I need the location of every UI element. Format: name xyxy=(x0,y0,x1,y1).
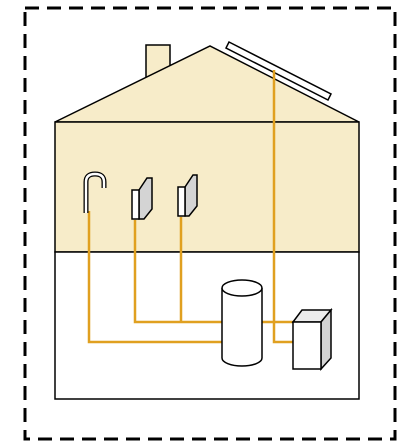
shower-tap-inner xyxy=(84,172,106,213)
hot-water-tank-icon xyxy=(221,279,263,367)
upper-floor xyxy=(54,121,360,253)
pipe-network xyxy=(87,70,293,344)
boiler-front xyxy=(292,321,322,370)
tank-body xyxy=(221,288,263,367)
solar-panel-icon xyxy=(224,40,333,102)
boiler-icon xyxy=(291,307,333,371)
pipe-tap xyxy=(87,211,222,344)
radiator-2 xyxy=(177,174,198,217)
radiator-front xyxy=(131,189,140,220)
dashed-boundary xyxy=(23,6,397,441)
radiator-1 xyxy=(131,177,153,220)
pipe-solar xyxy=(272,70,293,344)
tank-top xyxy=(221,279,263,297)
radiator-front xyxy=(177,186,186,217)
roof xyxy=(54,45,360,123)
pipe-radiator-1 xyxy=(133,220,222,324)
